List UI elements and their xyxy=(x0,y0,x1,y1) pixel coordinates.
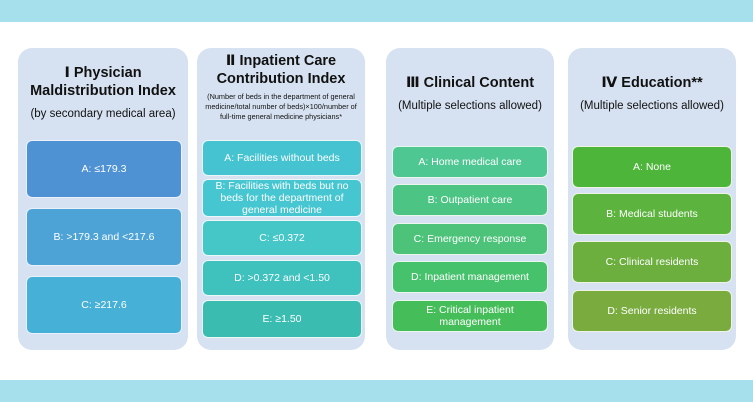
option-box-b[interactable]: B: Medical students xyxy=(572,193,732,235)
panel-title: Ⅱ Inpatient Care Contribution Index xyxy=(216,53,346,87)
option-box-a[interactable]: A: Facilities without beds xyxy=(202,140,362,176)
option-box-a[interactable]: A: ≤179.3 xyxy=(26,140,182,198)
option-box-d[interactable]: D: Senior residents xyxy=(572,290,732,332)
panel-clinical-content: Ⅲ Clinical Content (Multiple selections … xyxy=(386,48,554,350)
option-box-a[interactable]: A: None xyxy=(572,146,732,188)
option-box-e[interactable]: E: ≥1.50 xyxy=(202,300,362,338)
panel-subtitle: (Number of beds in the department of gen… xyxy=(205,92,357,121)
option-box-c[interactable]: C: Emergency response xyxy=(392,223,548,255)
panel-inpatient-care-contribution-index: Ⅱ Inpatient Care Contribution Index (Num… xyxy=(197,48,365,350)
option-box-e[interactable]: E: Critical inpatient management xyxy=(392,300,548,332)
panel-subtitle: (by secondary medical area) xyxy=(30,108,176,120)
panel-physician-maldistribution-index: Ⅰ Physician Maldistribution Index (by se… xyxy=(18,48,188,350)
option-box-b[interactable]: B: >179.3 and <217.6 xyxy=(26,208,182,266)
panel-title: Ⅳ Education** xyxy=(601,75,703,91)
option-box-c[interactable]: C: ≥217.6 xyxy=(26,276,182,334)
option-box-b[interactable]: B: Outpatient care xyxy=(392,184,548,216)
panel-education: Ⅳ Education** (Multiple selections allow… xyxy=(568,48,736,350)
option-box-c[interactable]: C: Clinical residents xyxy=(572,241,732,283)
bottom-band xyxy=(0,380,753,402)
panel-title: Ⅲ Clinical Content xyxy=(405,75,535,91)
option-box-b[interactable]: B: Facilities with beds but no beds for … xyxy=(202,179,362,217)
panel-subtitle: (Multiple selections allowed) xyxy=(580,100,724,112)
top-band xyxy=(0,0,753,22)
option-box-c[interactable]: C: ≤0.372 xyxy=(202,220,362,256)
panel-title: Ⅰ Physician Maldistribution Index xyxy=(30,65,176,99)
option-box-d[interactable]: D: Inpatient management xyxy=(392,261,548,293)
option-box-d[interactable]: D: >0.372 and <1.50 xyxy=(202,260,362,296)
option-box-a[interactable]: A: Home medical care xyxy=(392,146,548,178)
panel-subtitle: (Multiple selections allowed) xyxy=(398,100,542,112)
